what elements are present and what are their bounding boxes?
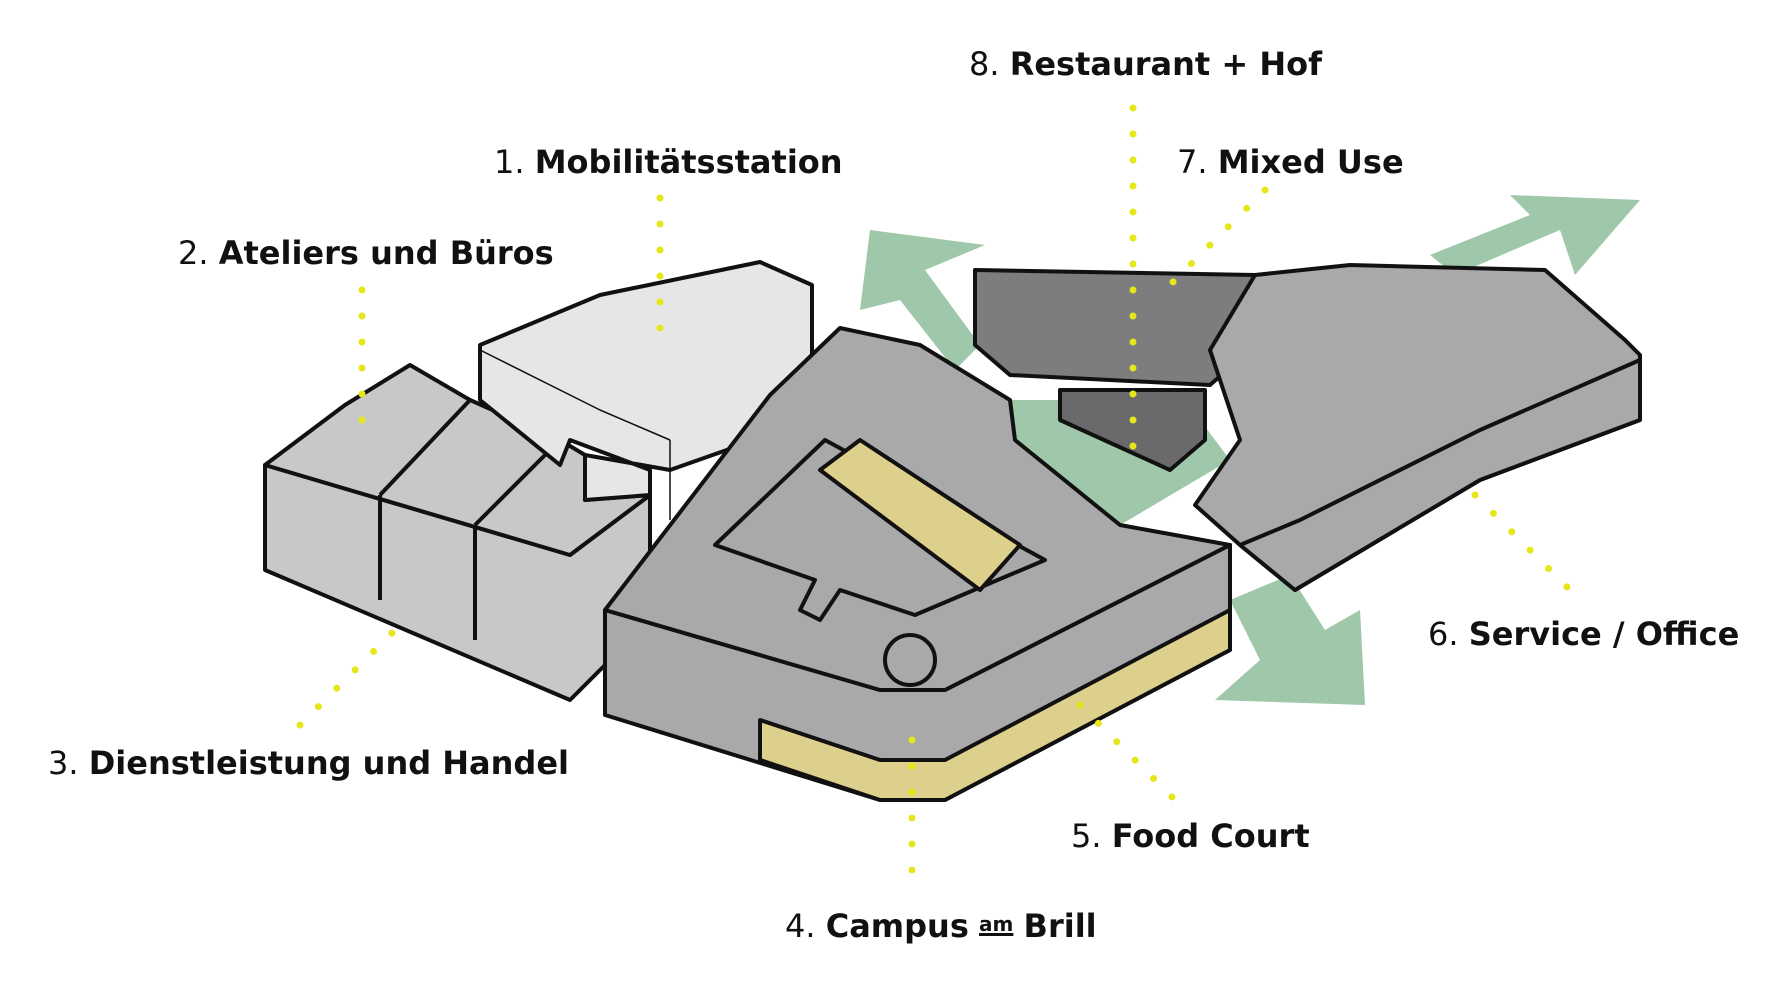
building-service [1193,263,1642,592]
campus-foodcourt-band [758,608,1232,802]
campus-highlight-block [818,438,1022,592]
leader-service [1471,491,1579,599]
restaurant-annex [1058,388,1207,472]
ateliers-roof [263,363,652,557]
label-mobilitaetsstation: 1. Mobilitätsstation [494,143,843,181]
arrow-northeast [1430,195,1640,275]
label-ateliers: 2. Ateliers und Büros [178,234,554,272]
label-service: 6. Service / Office [1428,615,1740,653]
leader-lines [296,104,1579,889]
restaurant-main [973,268,1257,387]
label-dienstleistung: 3. Dienstleistung und Handel [48,744,569,782]
service-side [1238,358,1642,592]
arrow-southeast [1215,575,1365,705]
label-restaurant: 8. Restaurant + Hof [969,45,1322,83]
label-mixeduse: 7. Mixed Use [1177,143,1404,181]
label-foodcourt: 5. Food Court [1071,817,1310,855]
leader-mixeduse [1161,186,1269,294]
building-campus [603,326,1232,802]
building-restaurant [973,268,1257,472]
green-arrows [860,195,1640,705]
arrow-northwest [860,230,985,370]
mobility-roof [478,260,814,502]
leader-foodcourt [1076,701,1184,809]
leader-dienstleistung [296,616,409,729]
building-mobilitaetsstation [478,260,814,520]
campus-tower [883,633,937,687]
label-campus: 4. Campus am Brill [785,907,1097,945]
